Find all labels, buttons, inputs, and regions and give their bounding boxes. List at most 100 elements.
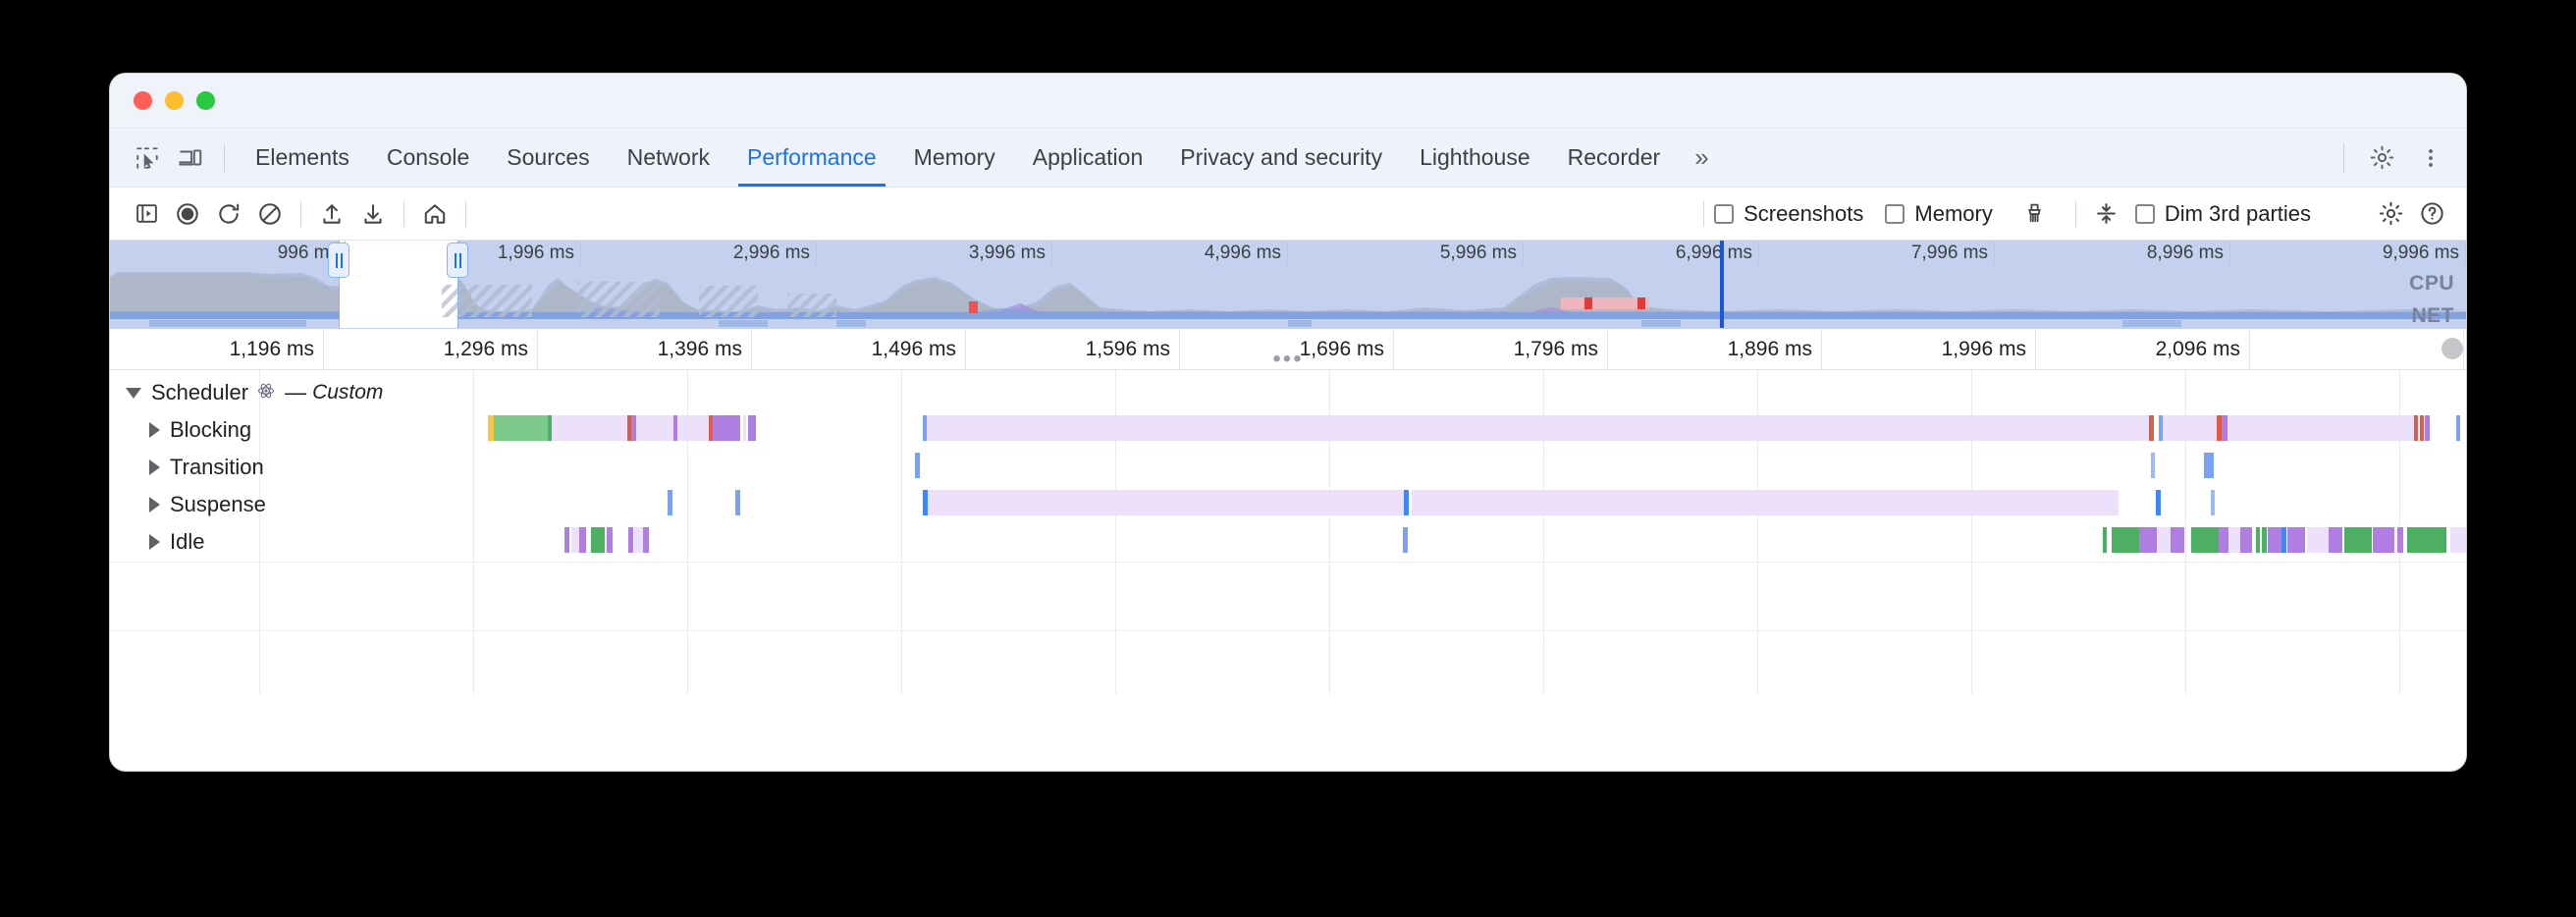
detail-timeline-ruler[interactable]: 1,196 ms 1,296 ms 1,396 ms 1,496 ms 1,59… [110, 329, 2466, 370]
track-row-suspense[interactable]: Suspense [110, 486, 2466, 523]
flame-bar[interactable] [571, 527, 579, 553]
flame-bar[interactable] [643, 527, 649, 553]
flame-bar[interactable] [2139, 527, 2157, 553]
track-group-scheduler[interactable]: Scheduler — Custom [110, 374, 2466, 411]
flame-bar[interactable] [548, 415, 552, 441]
track-row-blocking[interactable]: Blocking [110, 411, 2466, 449]
overview-selection-edge-right[interactable] [457, 241, 458, 328]
flame-bar[interactable] [2204, 453, 2214, 478]
tab-privacy-and-security[interactable]: Privacy and security [1161, 130, 1401, 187]
more-options-icon[interactable] [2409, 136, 2452, 180]
flame-bar[interactable] [634, 527, 643, 553]
overview-left-handle[interactable] [328, 243, 349, 278]
flame-bar[interactable] [2240, 527, 2252, 553]
flame-bar[interactable] [915, 453, 920, 478]
flame-bar[interactable] [748, 415, 756, 441]
flame-bar[interactable] [928, 490, 1404, 515]
clear-icon[interactable] [249, 193, 291, 235]
memory-checkbox[interactable]: Memory [1885, 201, 1993, 227]
resizer-handle-dots[interactable]: ••• [1272, 346, 1304, 370]
flame-bar[interactable] [677, 415, 709, 441]
flame-bar[interactable] [494, 415, 548, 441]
flame-bar[interactable] [2407, 527, 2446, 553]
timeline-scrollbar-thumb[interactable] [2442, 338, 2463, 359]
flame-bar[interactable] [743, 415, 746, 441]
flame-bar[interactable] [2262, 527, 2267, 553]
chevron-right-icon[interactable] [149, 459, 160, 475]
close-window-button[interactable] [134, 91, 152, 110]
chevron-right-icon[interactable] [149, 422, 160, 438]
flame-bar[interactable] [552, 415, 627, 441]
flame-bar[interactable] [718, 415, 740, 441]
chevron-right-icon[interactable] [149, 534, 160, 550]
tab-lighthouse[interactable]: Lighthouse [1401, 130, 1549, 187]
upload-trace-icon[interactable] [311, 193, 352, 235]
flame-bar[interactable] [2420, 415, 2424, 441]
flame-bar[interactable] [2227, 415, 2414, 441]
flame-bar[interactable] [2157, 527, 2171, 553]
collect-garbage-brush-icon[interactable] [2014, 193, 2056, 235]
tab-sources[interactable]: Sources [488, 130, 608, 187]
flame-bar[interactable] [2414, 415, 2418, 441]
checkbox-box[interactable] [2134, 203, 2155, 224]
flame-bar[interactable] [564, 527, 569, 553]
flame-bar[interactable] [2450, 527, 2466, 553]
settings-gear-icon[interactable] [2360, 136, 2403, 180]
download-trace-icon[interactable] [352, 193, 394, 235]
help-icon[interactable] [2411, 193, 2452, 235]
flame-bar[interactable] [2149, 415, 2154, 441]
screenshots-checkbox[interactable]: Screenshots [1714, 201, 1863, 227]
flame-bar[interactable] [2112, 527, 2139, 553]
dim-3rd-parties-checkbox[interactable]: Dim 3rd parties [2134, 201, 2311, 227]
flame-bar[interactable] [2425, 415, 2430, 441]
flame-bar[interactable] [673, 415, 677, 441]
flame-bar[interactable] [1404, 490, 1409, 515]
timeline-overview[interactable]: 996 ms 1,996 ms 2,996 ms 3,996 ms 4,996 … [110, 241, 2466, 329]
flame-bar[interactable] [2163, 415, 2217, 441]
flame-bar[interactable] [927, 415, 2149, 441]
capture-settings-gear-icon[interactable] [2370, 193, 2411, 235]
flame-chart[interactable]: Scheduler — Custom Blocking Transition S… [110, 370, 2466, 694]
flame-bar[interactable] [923, 415, 927, 441]
more-tabs-icon[interactable]: » [1694, 142, 1708, 172]
track-row-idle[interactable]: Idle [110, 523, 2466, 561]
flame-bar[interactable] [628, 527, 633, 553]
flame-bar[interactable] [636, 415, 673, 441]
flame-bar[interactable] [2191, 527, 2219, 553]
overview-right-handle[interactable] [447, 243, 468, 278]
minimize-window-button[interactable] [165, 91, 184, 110]
inspect-element-icon[interactable] [126, 136, 169, 180]
flame-bar[interactable] [2329, 527, 2342, 553]
tab-elements[interactable]: Elements [237, 130, 368, 187]
track-row-transition[interactable]: Transition [110, 449, 2466, 486]
overview-selection-edge-left[interactable] [339, 241, 340, 328]
overview-selected-window[interactable] [339, 241, 457, 328]
flame-bar[interactable] [591, 527, 605, 553]
flame-bar[interactable] [713, 415, 718, 441]
tab-memory[interactable]: Memory [895, 130, 1014, 187]
flame-bar[interactable] [1403, 527, 1408, 553]
flame-bar[interactable] [923, 490, 928, 515]
flame-bar[interactable] [2159, 415, 2163, 441]
chevron-right-icon[interactable] [149, 497, 160, 512]
collapse-tracks-icon[interactable] [2086, 193, 2127, 235]
tab-performance[interactable]: Performance [728, 130, 895, 187]
flame-bar[interactable] [1412, 490, 2119, 515]
reload-and-record-icon[interactable] [208, 193, 249, 235]
flame-bar[interactable] [2344, 527, 2372, 553]
device-toolbar-icon[interactable] [169, 136, 212, 180]
flame-bar[interactable] [607, 527, 613, 553]
flame-bar[interactable] [2307, 527, 2329, 553]
flame-bar[interactable] [709, 415, 713, 441]
flame-bar[interactable] [735, 490, 740, 515]
tab-application[interactable]: Application [1014, 130, 1162, 187]
flame-bar[interactable] [488, 415, 494, 441]
flame-bar[interactable] [668, 490, 672, 515]
flame-bar[interactable] [2281, 527, 2286, 553]
tab-recorder[interactable]: Recorder [1549, 130, 1680, 187]
home-icon[interactable] [414, 193, 456, 235]
flame-bar[interactable] [2228, 527, 2240, 553]
flame-bar[interactable] [627, 415, 631, 441]
flame-bar[interactable] [2268, 527, 2281, 553]
toggle-sidebar-icon[interactable] [126, 193, 167, 235]
